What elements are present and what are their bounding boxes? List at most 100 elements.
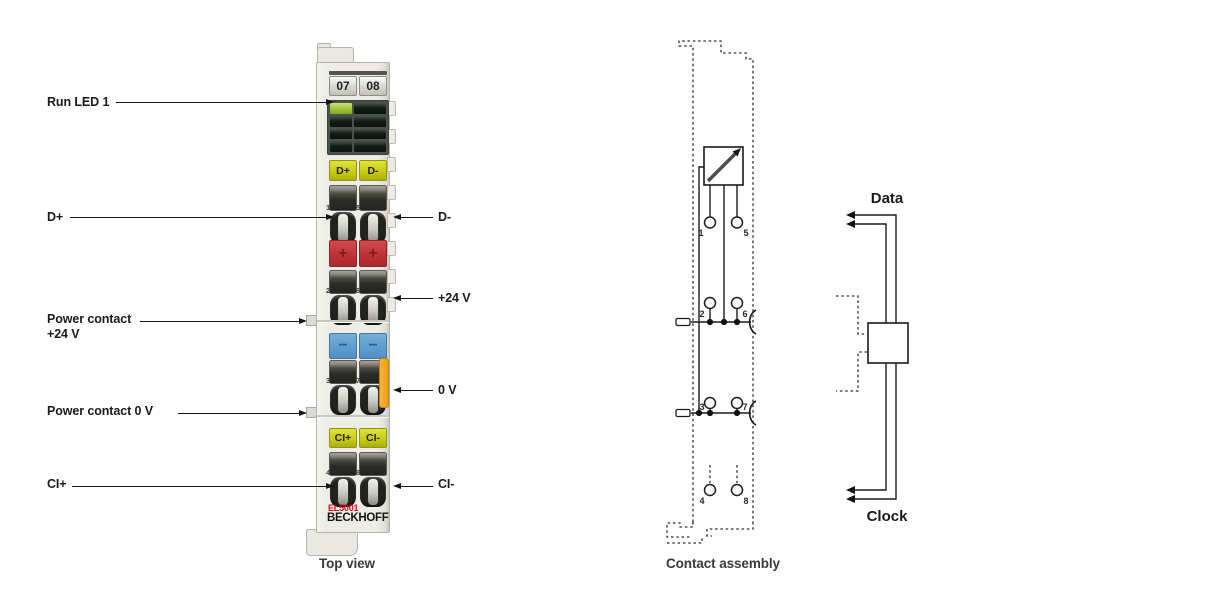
led-cell — [354, 115, 386, 127]
run-led-on — [330, 103, 353, 114]
mounting-hook-bottom — [306, 529, 358, 556]
interface-box — [867, 322, 909, 364]
orange-release-lever — [379, 358, 389, 408]
label-text: D- — [367, 164, 379, 177]
arrowhead-right-icon — [326, 214, 334, 220]
side-contact-tab — [387, 269, 396, 284]
release-slot — [359, 185, 387, 211]
power-blade-24v — [675, 317, 691, 327]
callout-line — [70, 217, 326, 219]
contact-number: 4 — [699, 496, 704, 506]
junction-dot — [706, 409, 714, 417]
arrowhead-right-icon — [326, 99, 334, 105]
side-contact-tab — [387, 157, 396, 172]
callout-line — [400, 217, 433, 219]
data-line — [855, 223, 887, 323]
callout-line — [400, 390, 433, 392]
wire-clamp-4 — [330, 477, 356, 507]
clock-label: Clock — [867, 508, 909, 525]
led-cell — [354, 103, 386, 114]
label-text: CI- — [366, 432, 380, 444]
arrowhead-right-icon — [299, 410, 307, 416]
callout-line — [178, 413, 305, 415]
release-slot — [359, 270, 387, 294]
dashed-connector — [836, 295, 867, 335]
callout-ci-plus: CI+ — [47, 477, 67, 491]
label-plus-24v: + — [329, 240, 357, 267]
converter-diagonal — [706, 151, 738, 183]
release-slot — [359, 452, 387, 476]
arrowhead-left-icon — [393, 483, 401, 489]
id-label-08: 08 — [359, 76, 387, 96]
junction-dot — [720, 318, 728, 326]
contact-number: 8 — [356, 468, 361, 477]
arrowhead-left-icon — [393, 295, 401, 301]
clock-line — [855, 363, 897, 500]
label-d-plus: D+ — [329, 160, 357, 181]
arrowhead-left-icon — [393, 387, 401, 393]
label-text: D+ — [336, 164, 350, 177]
side-contact-tab — [387, 241, 396, 256]
dashed-connector — [836, 351, 867, 392]
label-plus-24v: + — [359, 240, 387, 267]
housing-foot-dashed — [666, 522, 694, 538]
contact-number: 7 — [356, 376, 361, 385]
terminal-module: 07 08 D+ D- 1 5 + + 2 6 − − 3 — [316, 62, 396, 533]
side-contact-tab — [387, 185, 396, 200]
housing-outline-dashed — [678, 40, 754, 522]
contact-number: 6 — [742, 309, 747, 319]
contact-1 — [703, 216, 717, 229]
release-slot — [329, 270, 357, 294]
contact-5 — [730, 216, 744, 229]
label-d-minus: D- — [359, 160, 387, 181]
arrowhead-left-icon — [846, 211, 855, 219]
wire-clamp-8 — [360, 477, 386, 507]
led-row — [330, 103, 386, 114]
led-row — [330, 141, 386, 152]
brand-logo: BECKHOFF — [327, 512, 389, 524]
junction-dot — [733, 318, 741, 326]
callout-line — [400, 298, 433, 300]
label-text: + — [368, 244, 378, 262]
callout-ci-minus: CI- — [438, 477, 455, 491]
arrowhead-left-icon — [846, 220, 855, 228]
top-view-caption: Top view — [319, 556, 375, 571]
contact-number: 3 — [699, 402, 704, 412]
arrowhead-right-icon — [299, 318, 307, 324]
contact-number: 2 — [699, 309, 704, 319]
arrowhead-right-icon — [326, 483, 334, 489]
label-ci-plus: CI+ — [329, 428, 357, 448]
contact-number: 5 — [743, 228, 748, 238]
led-cell — [330, 141, 353, 152]
contact-assembly-diagram: 1 5 2 6 3 7 4 8 — [666, 40, 757, 544]
label-minus-0v: − — [359, 333, 387, 359]
data-line — [855, 214, 897, 323]
arrowhead-left-icon — [393, 214, 401, 220]
led-row — [330, 115, 386, 127]
led-block — [327, 100, 389, 155]
callout-line — [116, 102, 326, 104]
label-holder-strip — [329, 71, 387, 75]
converter-arrow-icon — [732, 148, 741, 157]
id-label-text: 08 — [366, 79, 380, 93]
contact-number: 5 — [356, 203, 361, 212]
contact-8 — [730, 483, 744, 497]
contact-6 — [730, 296, 744, 310]
label-text: + — [338, 244, 348, 262]
led-cell — [354, 141, 386, 152]
callout-line — [400, 486, 433, 488]
housing-foot-dashed — [667, 538, 703, 544]
side-contact-tab — [387, 213, 396, 228]
contact-number: 8 — [743, 496, 748, 506]
signal-diagram: Data Clock — [836, 190, 909, 525]
contact-number: 3 — [326, 376, 331, 385]
side-contact-tab — [387, 297, 396, 312]
callout-d-plus: D+ — [47, 210, 64, 224]
arrowhead-left-icon — [846, 486, 855, 494]
callout-d-minus: D- — [438, 210, 451, 224]
label-text: CI+ — [334, 432, 352, 444]
id-label-text: 07 — [336, 79, 350, 93]
callout-power-contact-24v-line2: +24 V — [47, 327, 80, 341]
led-cell — [354, 128, 386, 140]
release-slot — [329, 185, 357, 211]
